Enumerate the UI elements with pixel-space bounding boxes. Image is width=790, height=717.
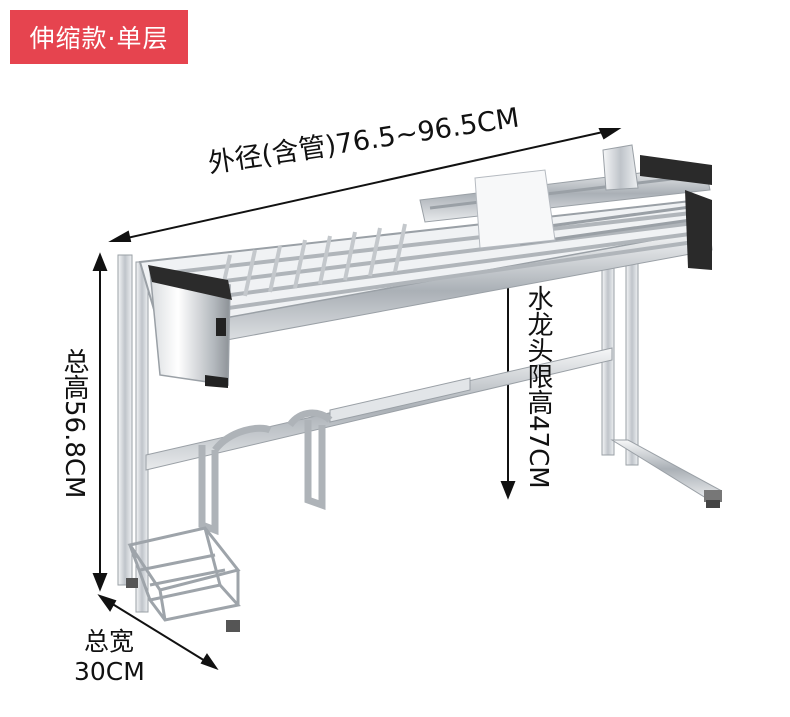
width-dimension-arrow — [108, 128, 622, 242]
lower-telescopic-bar — [145, 347, 613, 471]
depth-label: 总宽 — [84, 627, 135, 656]
style-badge: 伸缩款·单层 — [10, 10, 188, 64]
towel-hooks — [198, 409, 333, 536]
total-height-label: 总高56.8CM — [59, 348, 89, 499]
right-frame — [601, 239, 722, 508]
faucet-limit-label: 水龙头限高47CM — [523, 285, 553, 489]
depth-dimension-arrow — [97, 594, 219, 670]
left-utensil-cup — [148, 265, 232, 388]
depth-value: 30CM — [74, 657, 145, 686]
bottom-basket — [127, 526, 241, 622]
right-utensil-holder — [602, 144, 712, 270]
height-dimension-arrow — [92, 252, 108, 592]
dish-basket — [138, 164, 713, 353]
left-frame — [117, 254, 240, 632]
